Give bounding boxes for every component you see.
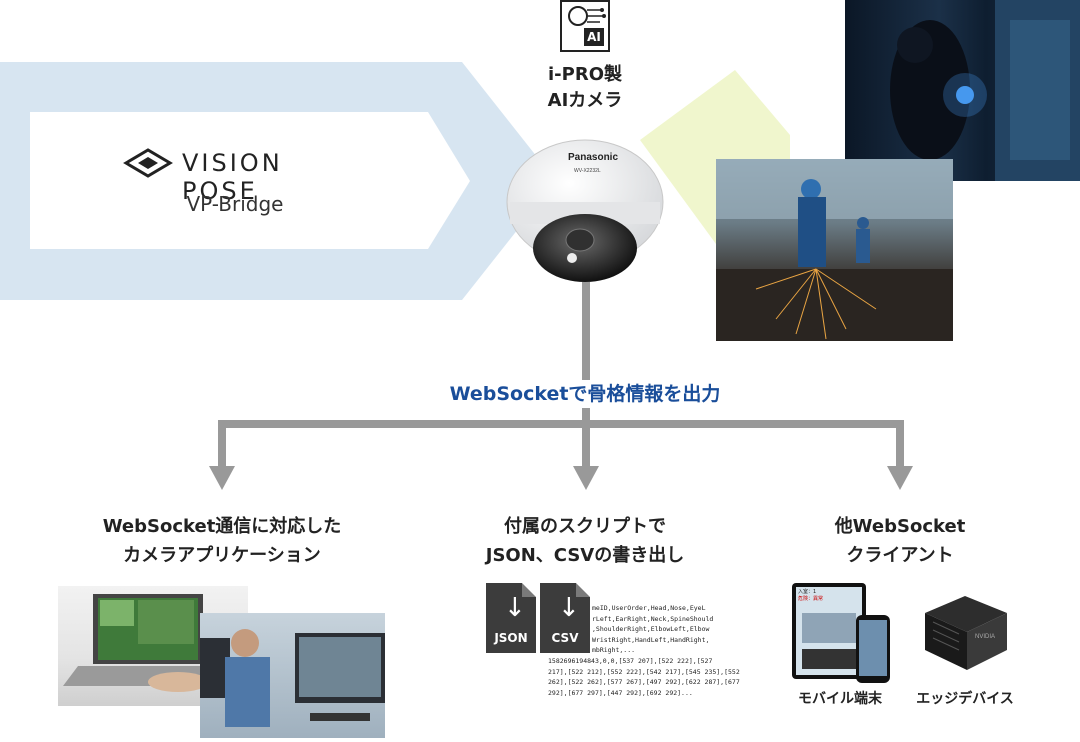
camera-label-line2: AIカメラ: [547, 90, 623, 111]
arrow-head-center: [573, 466, 599, 490]
output-caption-clients-line2: クライアント: [846, 545, 954, 566]
json-file-icon: ↓ JSON: [486, 583, 536, 653]
csv-file-label: CSV: [551, 631, 579, 645]
office-monitoring-photo: [200, 613, 385, 738]
output-caption-apps-line1: WebSocket通信に対応した: [102, 516, 342, 537]
logo-wordmark: VISION POSE: [182, 149, 283, 205]
ai-badge: AI: [584, 28, 604, 46]
camera-label-line1: i-PRO製: [548, 64, 622, 85]
tablet-text-line2: 危険：異常: [798, 596, 824, 602]
output-caption-apps-line2: カメラアプリケーション: [123, 545, 321, 566]
vision-pose-logo: VISION POSE: [123, 147, 354, 205]
smartphone-device: [856, 615, 890, 683]
edge-device-label: エッジデバイス: [916, 691, 1014, 707]
arrow-head-left: [209, 466, 235, 490]
ai-chip-icon: AI: [560, 0, 610, 52]
night-intruder-photo: [845, 0, 1080, 181]
script-preview-data: 1582696194843,0,0,[537 207],[522 222],[5…: [548, 657, 740, 697]
mobile-terminal-label: モバイル端末: [798, 691, 882, 707]
svg-text:Panasonic: Panasonic: [568, 152, 618, 163]
output-caption-scripts-line1: 付属のスクリプトで: [504, 516, 666, 537]
tablet-text-line1: 入室：1: [798, 589, 817, 595]
websocket-output-label: WebSocketで骨格情報を出力: [420, 380, 750, 408]
vision-pose-emblem-icon: [123, 148, 173, 178]
output-caption-apps: WebSocket通信に対応した カメラアプリケーション: [72, 512, 372, 570]
script-preview-header: meID,UserOrder,Head,Nose,EyeL rLeft,EarR…: [592, 604, 714, 654]
camera-label: i-PRO製 AIカメラ: [520, 62, 650, 114]
tablet-device: 入室：1 危険：異常: [792, 583, 866, 679]
dome-camera-graphic: Panasonic WV-X2232L: [506, 139, 664, 282]
download-arrow-icon: ↓: [558, 593, 580, 623]
download-arrow-icon: ↓: [504, 593, 526, 623]
arrow-head-right: [887, 466, 913, 490]
svg-text:NVIDIA: NVIDIA: [975, 634, 995, 640]
svg-text:WV-X2232L: WV-X2232L: [574, 168, 601, 174]
output-caption-scripts-line2: JSON、CSVの書き出し: [485, 545, 685, 566]
output-caption-clients: 他WebSocket クライアント: [790, 512, 1010, 570]
product-name: VP-Bridge: [186, 192, 284, 216]
laptop-app-photo: [58, 586, 248, 706]
output-caption-clients-line1: 他WebSocket: [834, 516, 966, 537]
csv-file-icon: ↓ CSV: [540, 583, 590, 653]
edge-device-graphic: NVIDIA: [925, 596, 1007, 670]
output-caption-scripts: 付属のスクリプトで JSON、CSVの書き出し: [440, 512, 730, 570]
json-file-label: JSON: [494, 631, 528, 645]
factory-welding-photo: [716, 159, 953, 341]
